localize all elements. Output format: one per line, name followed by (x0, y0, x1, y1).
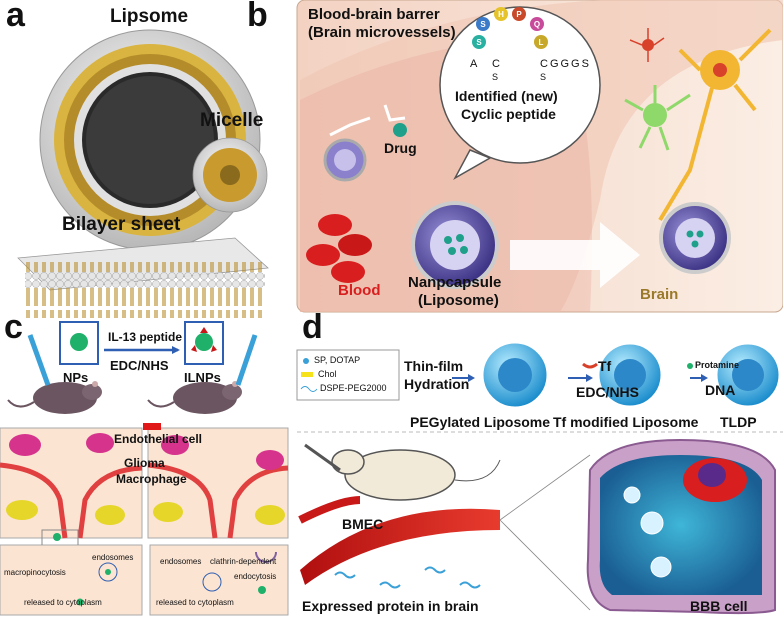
peptide-residue-1: H (498, 10, 504, 19)
blood-label: Blood (338, 282, 381, 299)
nanocapsule-right (659, 202, 731, 274)
bbb-cell-label: BBB cell (690, 598, 748, 614)
syringe (304, 443, 341, 472)
expressed-protein (334, 566, 481, 589)
tldp-label: TLDP (720, 414, 757, 430)
panel-b-letter: b (247, 0, 268, 34)
nanocapsule-left (411, 201, 499, 289)
syringe-left (27, 334, 51, 386)
peptide-label-line2: Cyclic peptide (461, 106, 556, 122)
legend-dspe-peg: DSPE-PEG2000 (320, 383, 387, 393)
bilayer-sheet-label: Bilayer sheet (62, 214, 181, 235)
micelle-label: Micelle (200, 110, 264, 131)
thin-film-label-line2: Hydration (404, 376, 470, 392)
uptake-right (149, 544, 289, 616)
disulfide-s2: S (540, 72, 547, 82)
liposome-label: Lipsome (110, 6, 189, 27)
lab-mouse (331, 449, 501, 501)
edc-nhs-label-d: EDC/NHS (576, 384, 640, 400)
tf-label: Tf (598, 358, 612, 374)
small-liposome (323, 138, 367, 182)
micelle-illustration (192, 137, 268, 213)
peptide-residue-2: P (516, 10, 522, 19)
drug-particle (393, 123, 407, 137)
mouse-right (147, 381, 242, 414)
ilnps-label: ILNPs (184, 370, 221, 385)
bbb-title-line1: Blood-brain barrer (308, 6, 440, 23)
tf-liposome-illustration (596, 341, 664, 409)
astrocyte-illustration (624, 85, 691, 151)
transport-arrow (510, 222, 640, 288)
peptide-residue-4: L (539, 38, 544, 47)
left-released-label: released to cytoplasm (24, 598, 102, 607)
bbb-title-line2: (Brain microvessels) (308, 24, 456, 41)
drug-label: Drug (384, 140, 417, 156)
neuron-illustration (658, 28, 772, 222)
panel-a (17, 29, 269, 318)
peptide-bubble (439, 6, 601, 180)
macrophage-cells (6, 500, 285, 525)
bbb-cell-illustration (586, 438, 776, 615)
glioma-label: Glioma (124, 456, 165, 470)
thin-film-label-line1: Thin-film (404, 358, 464, 374)
sequence-a: A (470, 58, 478, 70)
glioma-cells (9, 433, 284, 470)
right-released-label: released to cytoplasm (156, 598, 234, 607)
clathrin-label: clathrin-dependent (210, 557, 277, 566)
il13-peptide-label: IL-13 peptide (108, 330, 183, 344)
brain-label: Brain (640, 286, 679, 303)
bilayer-sheet-illustration (17, 237, 269, 318)
nanocapsule-label-line2: (Liposome) (418, 292, 499, 309)
macrophage-label: Macrophage (116, 472, 187, 486)
nanocapsule-label-line1: Nanpcapsule (408, 274, 502, 291)
syringe-right (235, 334, 258, 386)
legend-chol: Chol (318, 369, 337, 379)
peg-liposome-label: PEGylated Liposome (410, 414, 551, 430)
tf-liposome-label: Tf modified Liposome (553, 414, 699, 430)
protamine-label: Protamine (695, 360, 740, 370)
panel-d (296, 340, 783, 615)
endothelial-label: Endothelial cell (114, 432, 203, 446)
disulfide-s1: S (492, 72, 499, 82)
edc-nhs-label: EDC/NHS (110, 358, 169, 373)
panel-c (0, 321, 289, 616)
peptide-residue-0: S (480, 20, 486, 29)
legend-sp-dotap: SP, DOTAP (314, 355, 361, 365)
sequence-c: C (492, 58, 500, 70)
peg-liposome-illustration (480, 340, 550, 410)
nps-label: NPs (63, 370, 89, 385)
blood-vessel (300, 508, 500, 585)
peptide-residue-3: Q (534, 20, 540, 29)
panel-b (296, 0, 783, 313)
left-endosomes-label: endosomes (92, 553, 134, 562)
peptide-residue-5: S (476, 38, 482, 47)
red-blood-cells (306, 214, 372, 283)
peptide-label-line1: Identified (new) (455, 88, 558, 104)
macropinocytosis-label: macropinocytosis (4, 568, 66, 577)
endocytosis-label: endocytosis (234, 572, 277, 581)
bmec-label: BMEC (342, 516, 384, 532)
endothelial-legend-swatch (143, 423, 161, 430)
right-endosomes-label: endosomes (160, 557, 202, 566)
sequence-tail: CGGGS (540, 58, 591, 70)
uptake-left (0, 544, 143, 616)
dna-label: DNA (705, 382, 736, 398)
nps-box (59, 321, 99, 365)
panel-d-letter: d (302, 308, 323, 346)
panel-c-letter: c (4, 308, 23, 346)
microglia-illustration (629, 28, 665, 62)
tldp-illustration (714, 341, 782, 409)
expressed-protein-label: Expressed protein in brain (302, 598, 479, 614)
mouse-left (7, 381, 102, 414)
panel-a-letter: a (6, 0, 25, 34)
